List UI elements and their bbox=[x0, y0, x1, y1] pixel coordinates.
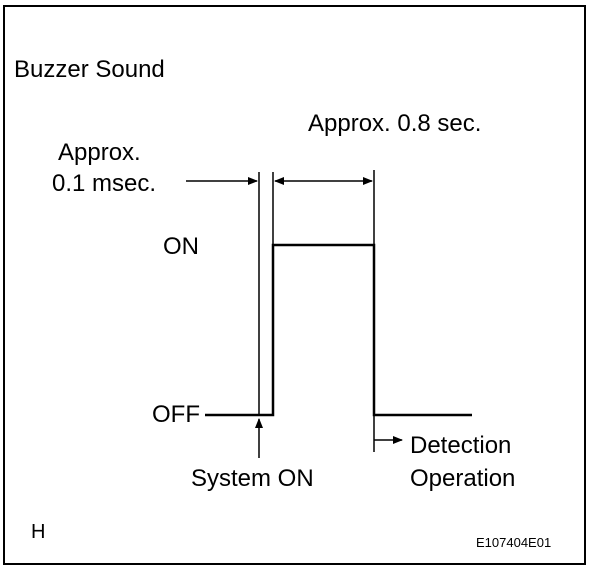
diagram-title: Buzzer Sound bbox=[14, 56, 165, 83]
on-state-label: ON bbox=[163, 233, 199, 260]
short-interval-label-line1: Approx. bbox=[58, 139, 141, 166]
buzzer-waveform bbox=[205, 243, 472, 417]
long-interval-label: Approx. 0.8 sec. bbox=[308, 110, 481, 137]
corner-letter: H bbox=[31, 521, 45, 543]
detection-label-line2: Operation bbox=[410, 465, 515, 492]
figure-code: E107404E01 bbox=[476, 535, 551, 550]
system-on-label: System ON bbox=[191, 465, 314, 492]
detection-label-line1: Detection bbox=[410, 432, 511, 459]
diagram-frame bbox=[3, 5, 586, 565]
off-state-label: OFF bbox=[152, 401, 200, 428]
short-interval-label-line2: 0.1 msec. bbox=[52, 170, 156, 197]
